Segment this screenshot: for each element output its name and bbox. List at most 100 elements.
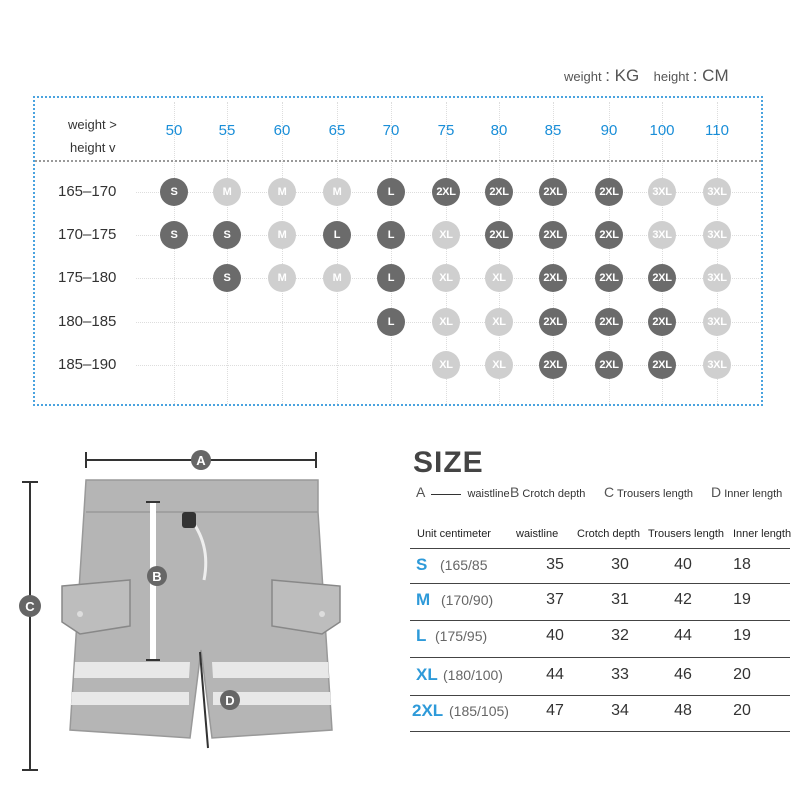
size-dot: M: [323, 178, 351, 206]
size-dot: 2XL: [539, 351, 567, 379]
height-axis-label: height v: [70, 140, 116, 155]
weight-column-label: 70: [382, 122, 400, 139]
size-dot: 3XL: [703, 264, 731, 292]
weight-column-label: 100: [649, 122, 675, 139]
size-title: SIZE: [413, 446, 484, 479]
height-unit-label: height: [653, 69, 690, 84]
table-cell: 44: [546, 666, 564, 683]
size-label: L: [416, 626, 427, 645]
size-dot: 2XL: [595, 351, 623, 379]
size-dot: 2XL: [595, 178, 623, 206]
table-cell: 19: [733, 591, 751, 608]
size-dot: S: [213, 221, 241, 249]
legend-text: waistline: [467, 488, 510, 500]
size-dot: 2XL: [648, 351, 676, 379]
table-cell: 48: [674, 702, 692, 719]
size-dot: 3XL: [703, 351, 731, 379]
grid-column-line: [227, 102, 228, 404]
table-cell: 40: [674, 556, 692, 573]
size-dot: 2XL: [539, 308, 567, 336]
size-dot: M: [268, 221, 296, 249]
legend-letter: B: [510, 484, 520, 500]
grid-column-line: [446, 102, 447, 404]
weight-unit-label: weight: [564, 69, 602, 84]
legend-text: Inner length: [724, 488, 783, 500]
units-legend: weight : KG height : CM: [564, 66, 729, 86]
size-dot: 2XL: [648, 264, 676, 292]
grid-column-line: [174, 102, 175, 404]
size-dot: XL: [485, 351, 513, 379]
legend-d: D Inner length: [711, 484, 782, 500]
shorts-diagram: A B C D: [19, 450, 341, 771]
size-dot: S: [160, 221, 188, 249]
weight-column-label: 65: [328, 122, 346, 139]
size-dot: 2XL: [595, 308, 623, 336]
grid-column-line: [609, 102, 610, 404]
height-row-label: 175–180: [58, 269, 117, 286]
weight-column-label: 90: [600, 122, 618, 139]
weight-column-label: 55: [218, 122, 236, 139]
dimension-a-arrow: [85, 450, 317, 470]
table-row-divider: [410, 657, 790, 658]
size-dot: 2XL: [485, 178, 513, 206]
size-label: 2XL: [412, 701, 444, 720]
legend-text: Trousers length: [616, 488, 694, 500]
size-grid-frame: [33, 96, 763, 406]
weight-column-label: 75: [437, 122, 455, 139]
table-row-divider: [410, 620, 790, 621]
weight-axis-label: weight >: [68, 117, 117, 132]
weight-unit: : KG: [605, 66, 640, 85]
height-unit: : CM: [692, 66, 729, 85]
label-b: B: [152, 569, 161, 584]
table-cell: 47: [546, 702, 564, 719]
size-dot: S: [160, 178, 188, 206]
grid-column-line: [553, 102, 554, 404]
size-body-measure: (165/85: [440, 557, 488, 573]
size-dot: 2XL: [432, 178, 460, 206]
legend-a: A waistline: [416, 484, 510, 500]
height-row-label: 180–185: [58, 313, 117, 330]
size-dot: 2XL: [539, 178, 567, 206]
size-dot: M: [268, 178, 296, 206]
size-dot: L: [377, 264, 405, 292]
legend-b: B Crotch depth: [510, 484, 585, 500]
size-dot: XL: [432, 308, 460, 336]
table-row-divider: [410, 583, 790, 584]
size-dot: 3XL: [703, 178, 731, 206]
legend-c: C Trousers length: [604, 484, 693, 500]
table-cell: 34: [611, 702, 629, 719]
table-row-divider: [410, 731, 790, 732]
table-cell: 30: [611, 556, 629, 573]
weight-column-label: 80: [490, 122, 508, 139]
label-a: A: [196, 453, 206, 468]
size-dot: XL: [485, 264, 513, 292]
weight-column-label: 60: [273, 122, 291, 139]
weight-column-label: 85: [544, 122, 562, 139]
height-row-label: 185–190: [58, 356, 117, 373]
weight-column-label: 110: [705, 122, 729, 139]
dimension-d-arrow: [199, 651, 240, 749]
table-cell: 44: [674, 627, 692, 644]
label-c: C: [25, 599, 35, 614]
table-row-divider: [410, 548, 790, 549]
size-dot: L: [377, 178, 405, 206]
size-dot: 2XL: [595, 264, 623, 292]
table-cell: 18: [733, 556, 751, 573]
grid-column-line: [499, 102, 500, 404]
size-dot: L: [377, 221, 405, 249]
size-dot: 3XL: [703, 308, 731, 336]
header-unit: Unit centimeter: [417, 528, 491, 540]
legend-letter: A: [416, 484, 426, 500]
size-dot: 2XL: [648, 308, 676, 336]
size-dot: L: [377, 308, 405, 336]
grid-column-line: [717, 102, 718, 404]
height-row-label: 170–175: [58, 226, 117, 243]
table-row-divider: [410, 695, 790, 696]
size-label: XL: [416, 665, 438, 684]
size-dot: XL: [432, 264, 460, 292]
grid-column-line: [662, 102, 663, 404]
weight-column-label: 50: [165, 122, 183, 139]
size-dot: M: [213, 178, 241, 206]
table-cell: 42: [674, 591, 692, 608]
table-cell: 20: [733, 702, 751, 719]
